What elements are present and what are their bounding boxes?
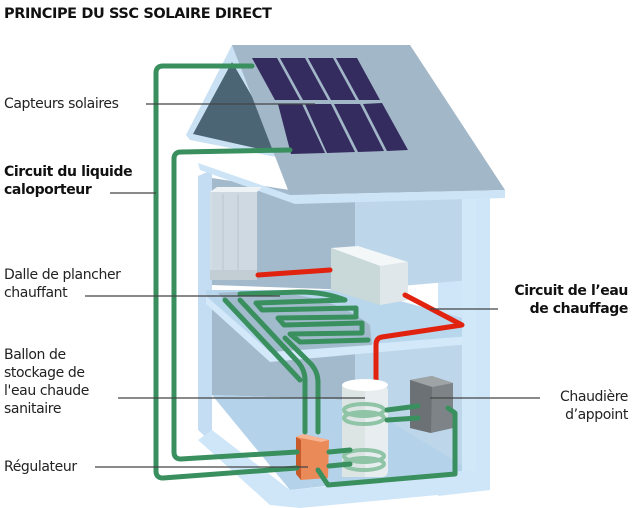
label-dalle-plancher: Dalle de plancher chauffant xyxy=(4,266,121,302)
solar-panel xyxy=(305,104,355,153)
label-text: Circuit du liquide xyxy=(4,164,133,180)
label-ballon-stockage: Ballon de stockage de l'eau chaude sanit… xyxy=(4,346,89,418)
label-text: Régulateur xyxy=(4,459,77,475)
solar-panels xyxy=(252,58,408,154)
floor-heating-coil xyxy=(222,289,371,383)
label-text: Dalle de plancher xyxy=(4,267,121,283)
solar-panel xyxy=(278,104,325,154)
heating-water-circuit xyxy=(255,267,465,388)
solar-panel xyxy=(363,103,408,151)
label-text: l'eau chaude xyxy=(4,383,89,399)
label-regulateur: Régulateur xyxy=(4,458,77,476)
label-text: stockage de xyxy=(4,365,85,381)
label-chaudiere-appoint: Chaudière d’appoint xyxy=(560,388,628,424)
radiator-box xyxy=(331,246,408,305)
middle-floor-edge xyxy=(206,296,470,362)
house-left-wall xyxy=(198,170,275,500)
hot-water-tank xyxy=(342,379,388,477)
radiator-tall xyxy=(210,187,262,280)
leader-lines xyxy=(85,103,540,468)
label-text: chauffant xyxy=(4,285,68,301)
roof-eave xyxy=(198,163,505,204)
ground-slab-front xyxy=(198,430,490,508)
label-text: sanitaire xyxy=(4,401,62,417)
diagram-title: PRINCIPE DU SSC SOLAIRE DIRECT xyxy=(4,6,272,22)
label-circuit-eau-chauffage: Circuit de l’eau de chauffage xyxy=(514,282,628,318)
label-text: Capteurs solaires xyxy=(4,96,119,112)
solar-panel xyxy=(336,58,380,100)
label-text: caloporteur xyxy=(4,182,92,198)
solar-panel xyxy=(308,58,356,100)
label-text: Circuit de l’eau xyxy=(514,283,628,299)
roof-gable-inner xyxy=(193,62,286,155)
label-text: de chauffage xyxy=(529,301,629,317)
label-text: d’appoint xyxy=(565,407,628,423)
solar-circuit xyxy=(153,63,458,488)
right-frame xyxy=(462,196,476,471)
label-circuit-liquide-caloporteur: Circuit du liquide caloporteur xyxy=(4,163,133,199)
regulator xyxy=(296,434,329,480)
solar-panel xyxy=(252,58,300,100)
solar-panel xyxy=(334,104,384,152)
label-text: Ballon de xyxy=(4,347,66,363)
solar-panel xyxy=(280,58,328,100)
label-capteurs-solaires: Capteurs solaires xyxy=(4,95,119,113)
ground-floor xyxy=(212,395,470,490)
label-text: Chaudière xyxy=(560,389,628,405)
